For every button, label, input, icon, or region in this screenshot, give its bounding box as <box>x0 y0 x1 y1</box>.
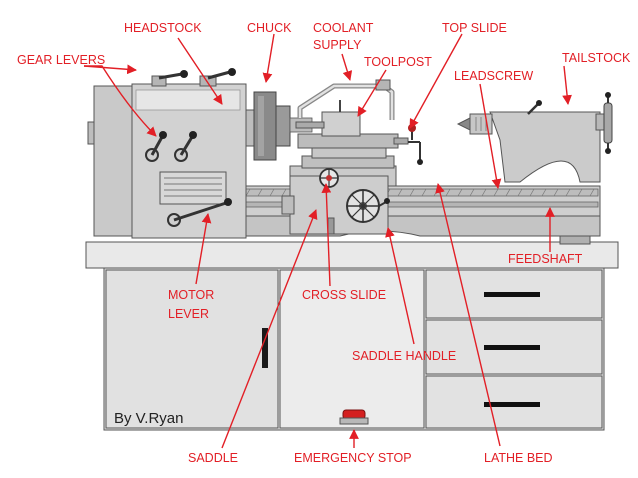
left-cabinet-door <box>105 269 279 429</box>
toolpost <box>295 100 361 137</box>
vent-grille <box>159 171 227 205</box>
label-lathe-bed: LATHE BED <box>484 451 553 465</box>
drawer-3 <box>425 375 603 429</box>
label-cross-slide: CROSS SLIDE <box>302 288 386 302</box>
tailstock <box>456 92 613 183</box>
drawer-handle-3 <box>484 402 540 407</box>
door-handle <box>262 328 268 368</box>
label-leadscrew: LEADSCREW <box>454 69 533 83</box>
headstock <box>87 83 255 239</box>
label-saddle: SADDLE <box>188 451 238 465</box>
drawer-handle-2 <box>484 345 540 350</box>
middle-panel <box>279 269 425 429</box>
saddle <box>281 165 397 235</box>
label-saddle-handle: SADDLE HANDLE <box>352 349 456 363</box>
gear-levers-front <box>145 131 197 162</box>
label-emergency-stop: EMERGENCY STOP <box>294 451 412 465</box>
motor-lever <box>167 198 232 227</box>
labels: HEADSTOCK CHUCK COOLANT SUPPLY TOP SLIDE… <box>17 21 631 465</box>
drawer-handle-1 <box>484 292 540 297</box>
leader-lines <box>83 33 572 449</box>
cabinet <box>85 241 619 431</box>
gear-levers-top <box>151 68 236 87</box>
label-chuck: CHUCK <box>247 21 292 35</box>
label-motor-line1: MOTOR <box>168 288 214 302</box>
label-coolant-line2: SUPPLY <box>313 38 362 52</box>
label-coolant-line1: COOLANT <box>313 21 374 35</box>
label-gear-levers: GEAR LEVERS <box>17 53 105 67</box>
coolant-pipe <box>297 79 395 120</box>
label-motor-line2: LEVER <box>168 307 209 321</box>
label-top-slide: TOP SLIDE <box>442 21 507 35</box>
label-headstock: HEADSTOCK <box>124 21 202 35</box>
label-tailstock: TAILSTOCK <box>562 51 631 65</box>
author-credit: By V.Ryan <box>114 410 184 427</box>
label-toolpost: TOOLPOST <box>364 55 432 69</box>
label-feedshaft: FEEDSHAFT <box>508 252 583 266</box>
